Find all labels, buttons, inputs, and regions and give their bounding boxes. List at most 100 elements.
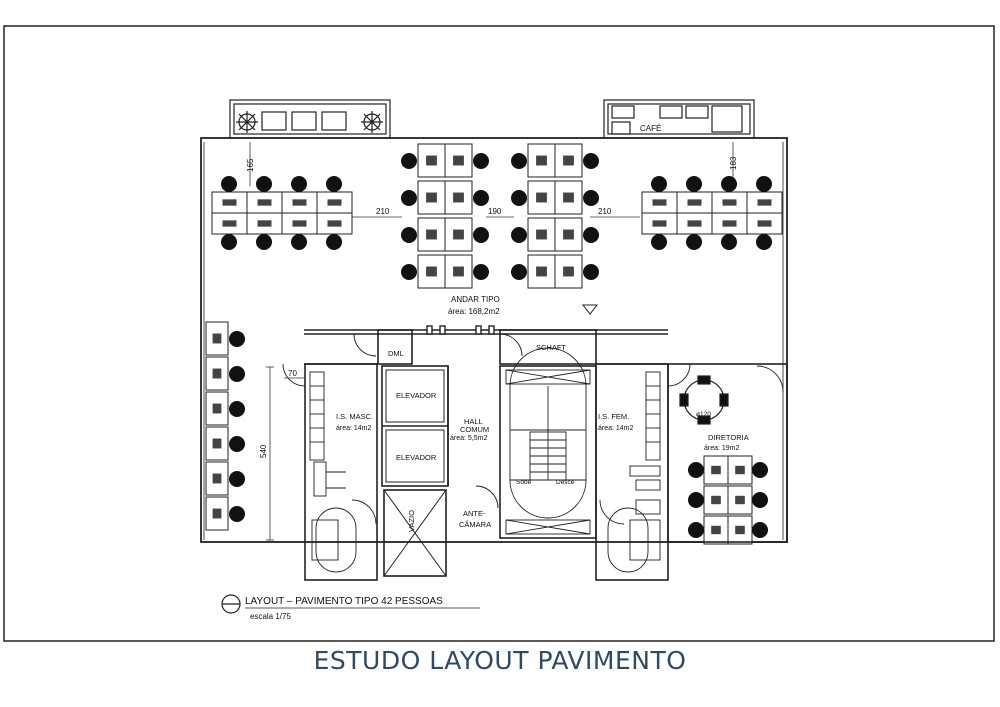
chair-icon <box>401 227 417 243</box>
desk <box>205 496 229 531</box>
room-area-hall: área: 5,5m2 <box>450 435 487 442</box>
drawing-scale: escala 1/75 <box>250 612 291 621</box>
chair-icon <box>229 366 245 382</box>
desk <box>205 321 229 356</box>
desk <box>205 461 229 496</box>
room-label-diretoria: DIRETORIA <box>708 433 749 442</box>
drawing-title: LAYOUT – PAVIMENTO TIPO 42 PESSOAS <box>245 596 443 607</box>
desk <box>527 143 556 178</box>
desk <box>727 485 753 515</box>
chair-icon <box>256 176 272 192</box>
window-marks <box>426 325 495 335</box>
desk <box>281 191 318 214</box>
dimension-label: 210 <box>598 207 612 216</box>
chair-icon <box>511 153 527 169</box>
door-swings <box>282 333 784 525</box>
desk <box>417 180 446 215</box>
workstations <box>205 143 783 545</box>
room-label-hall-comum: COMUM <box>460 425 489 434</box>
chair-icon <box>221 176 237 192</box>
round-table <box>679 375 729 425</box>
room-label-elevador: ELEVADOR <box>396 453 437 462</box>
chair-icon <box>583 227 599 243</box>
dimension-label: 70 <box>288 369 297 378</box>
chair-icon <box>229 401 245 417</box>
desk <box>417 217 446 252</box>
plant-icon <box>236 111 383 133</box>
room-label-is-masc: I.S. MASC. <box>336 412 373 421</box>
chair-icon <box>401 190 417 206</box>
chair-icon <box>752 522 768 538</box>
chair-icon <box>401 153 417 169</box>
chair-icon <box>583 153 599 169</box>
bathroom-fixtures <box>309 371 661 573</box>
desk <box>444 217 473 252</box>
room-area-diretoria: área: 19m2 <box>704 445 740 452</box>
desk <box>417 254 446 289</box>
room-label-elevador: ELEVADOR <box>396 391 437 400</box>
chair-icon <box>688 522 704 538</box>
title-marker-icon <box>221 594 241 614</box>
chair-icon <box>291 234 307 250</box>
chair-icon <box>229 471 245 487</box>
room-label-shaft: SCHAFT <box>536 343 566 352</box>
dimension-label: 190 <box>488 207 502 216</box>
chair-icon <box>752 492 768 508</box>
chair-icon <box>583 264 599 280</box>
desk <box>444 254 473 289</box>
dimension-label: 540 <box>259 444 268 458</box>
balcony-cafe <box>603 99 755 139</box>
chair-icon <box>721 176 737 192</box>
chair-icon <box>326 176 342 192</box>
desk <box>246 212 283 235</box>
desk <box>246 191 283 214</box>
desk <box>746 212 783 235</box>
desk <box>703 485 729 515</box>
chair-icon <box>688 492 704 508</box>
desk <box>703 455 729 485</box>
chair-icon <box>756 176 772 192</box>
desk <box>316 191 353 214</box>
chair-icon <box>473 153 489 169</box>
chair-icon <box>651 176 667 192</box>
chair-icon <box>756 234 772 250</box>
room-label-is-fem: I.S. FEM. <box>598 412 629 421</box>
core-walls <box>304 329 788 581</box>
desk <box>703 515 729 545</box>
desk <box>554 143 583 178</box>
desk <box>554 180 583 215</box>
chair-icon <box>291 176 307 192</box>
desk <box>527 180 556 215</box>
chair-icon <box>256 234 272 250</box>
sheet-frame <box>3 25 995 642</box>
room-area-is-fem: área: 14m2 <box>598 425 634 432</box>
chair-icon <box>229 436 245 452</box>
chair-icon <box>511 227 527 243</box>
chair-icon <box>583 190 599 206</box>
dimension-label: 165 <box>246 158 255 172</box>
room-area-is-masc: área: 14m2 <box>336 425 372 432</box>
room-label-camara: CÂMARA <box>459 520 491 529</box>
desk <box>205 356 229 391</box>
page-caption: ESTUDO LAYOUT PAVIMENTO <box>313 646 687 675</box>
room-label-dml: DML <box>388 349 404 358</box>
chair-icon <box>511 190 527 206</box>
chair-icon <box>221 234 237 250</box>
desk <box>641 212 678 235</box>
desk <box>211 191 248 214</box>
staircase <box>505 347 591 535</box>
desk <box>281 212 318 235</box>
chair-icon <box>688 462 704 478</box>
section-marker-icon <box>581 304 599 315</box>
desk <box>554 254 583 289</box>
desk <box>211 212 248 235</box>
desk <box>444 143 473 178</box>
room-label-vazio: VAZIO <box>407 510 416 532</box>
desk <box>676 212 713 235</box>
chair-icon <box>752 462 768 478</box>
desk <box>417 143 446 178</box>
desk <box>641 191 678 214</box>
room-area-andar-tipo: área: 168,2m2 <box>448 307 500 316</box>
desk <box>746 191 783 214</box>
